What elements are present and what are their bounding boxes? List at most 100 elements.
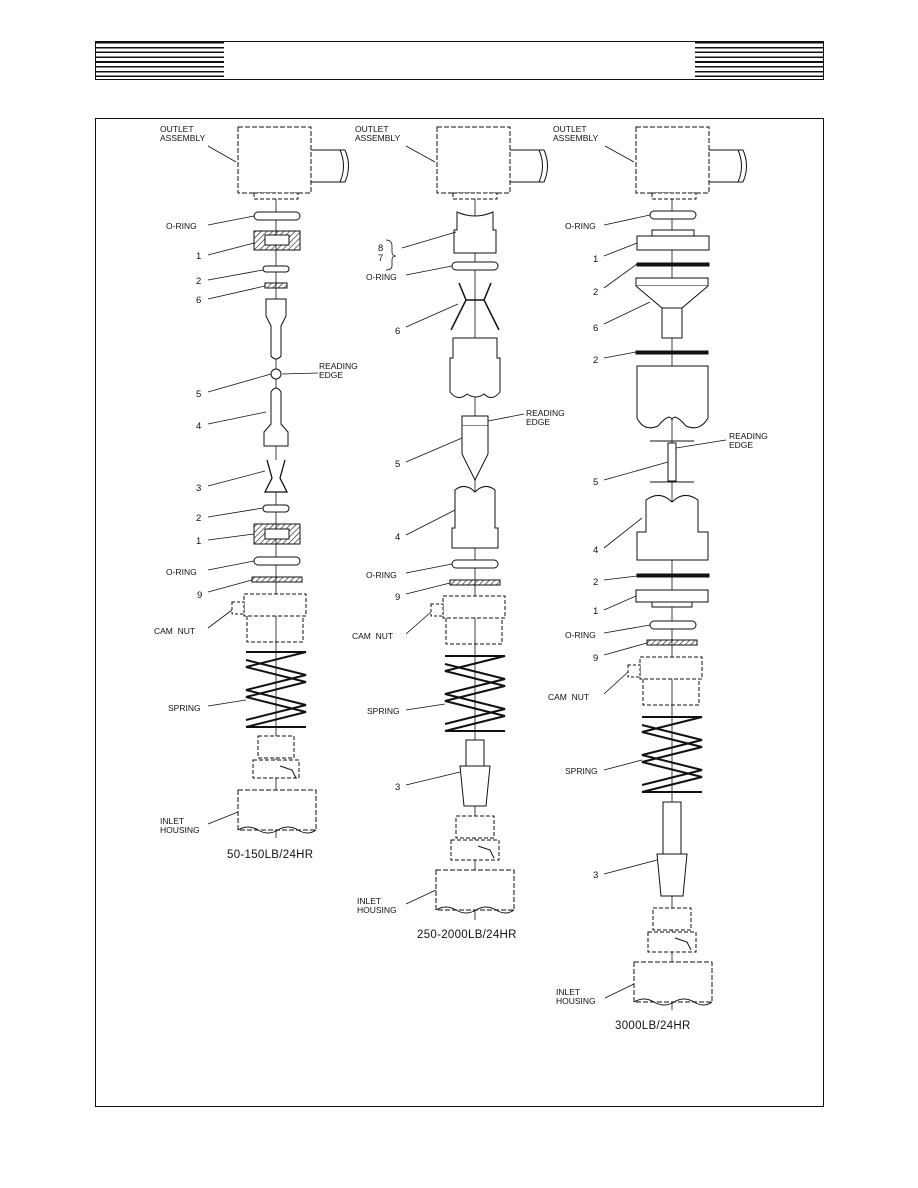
label-part-1-bottom: 1 [593, 606, 598, 617]
cam-nut-1 [243, 593, 307, 617]
label-part-4: 4 [196, 421, 201, 432]
cam-nut-2 [442, 595, 506, 619]
part-2-3a [636, 262, 710, 267]
cam-nut-3 [639, 656, 703, 680]
column-50-150 [231, 126, 349, 838]
label-part-2-a: 2 [593, 287, 598, 298]
label-o-ring-bottom: O-RING [565, 630, 596, 640]
label-part-2: 2 [196, 276, 201, 287]
label-part-9: 9 [395, 592, 400, 603]
label-part-4: 4 [395, 532, 400, 543]
label-cam-nut: CAM NUT [548, 692, 589, 702]
part-5-cone [461, 415, 489, 427]
part-1-3-top [636, 235, 710, 251]
part-2-top [262, 265, 290, 273]
label-part-1: 1 [593, 254, 598, 265]
upper-piston-2 [449, 337, 501, 398]
inlet-housing-1 [237, 789, 317, 831]
part-9-3 [646, 639, 698, 646]
outlet-assembly-3 [635, 126, 710, 194]
label-o-ring-bottom: O-RING [366, 570, 397, 580]
spring-2 [444, 655, 506, 732]
label-part-6: 6 [196, 295, 201, 306]
inlet-housing-3 [633, 961, 713, 1003]
part-1-3-bottom [635, 589, 709, 603]
caption-50-150: 50-150LB/24HR [227, 849, 313, 861]
label-cam-nut: CAM NUT [154, 626, 195, 636]
leader-lines [207, 145, 727, 999]
label-spring: SPRING [168, 703, 201, 713]
header-stripes-right [695, 42, 823, 79]
part-3-clip [263, 459, 289, 493]
part-5-3 [667, 442, 677, 482]
o-ring-1-bottom [253, 556, 301, 566]
label-part-6: 6 [395, 326, 400, 337]
label-o-ring: O-RING [166, 221, 197, 231]
label-part-2-bottom: 2 [196, 513, 201, 524]
part-2-bottom [262, 504, 290, 513]
label-part-2-c: 2 [593, 577, 598, 588]
label-o-ring-bottom: O-RING [166, 567, 197, 577]
caption-3000: 3000LB/24HR [615, 1020, 691, 1032]
o-ring-2-top [451, 261, 499, 271]
diagram-frame [95, 118, 824, 1107]
o-ring-3-top [649, 210, 697, 220]
part-4-3 [636, 495, 709, 561]
part-2-3c [636, 573, 710, 578]
column-250-2000 [430, 126, 548, 920]
label-part-3: 3 [196, 483, 201, 494]
column-3000 [627, 126, 747, 1010]
label-part-4: 4 [593, 545, 598, 556]
label-part-3: 3 [395, 782, 400, 793]
label-o-ring: O-RING [565, 221, 596, 231]
label-spring: SPRING [565, 766, 598, 776]
part-8-7 [453, 211, 497, 254]
part-4-2 [451, 486, 499, 549]
part-4 [263, 387, 289, 447]
label-part-1-bottom: 1 [196, 536, 201, 547]
part-9-2 [449, 579, 501, 586]
page-header-bar [95, 41, 824, 80]
part-5-ball [270, 368, 282, 380]
label-part-9: 9 [197, 590, 202, 601]
o-ring-3-bottom [649, 620, 697, 630]
label-part-6: 6 [593, 323, 598, 334]
label-part-9: 9 [593, 653, 598, 664]
outlet-assembly-2 [436, 126, 511, 194]
label-part-2-b: 2 [593, 355, 598, 366]
label-cam-nut: CAM NUT [352, 631, 393, 641]
label-o-ring: O-RING [366, 272, 397, 282]
label-part-3: 3 [593, 870, 598, 881]
label-part-1: 1 [196, 251, 201, 262]
inlet-housing-2 [435, 869, 515, 911]
label-part-5: 5 [196, 389, 201, 400]
label-part-5: 5 [395, 459, 400, 470]
caption-250-2000: 250-2000LB/24HR [417, 929, 517, 941]
o-ring-1-top [253, 211, 301, 221]
o-ring-2-bottom [451, 559, 499, 569]
spring-1 [245, 651, 307, 728]
upper-piston-3 [636, 365, 709, 429]
label-spring: SPRING [367, 706, 400, 716]
part-6-3 [635, 285, 709, 309]
part-3-2 [459, 765, 491, 807]
part-6 [264, 282, 288, 289]
part-6-clip [450, 282, 500, 331]
upper-pin-1 [265, 298, 287, 360]
header-stripes-left [96, 42, 224, 79]
part-2-3b [635, 350, 709, 355]
